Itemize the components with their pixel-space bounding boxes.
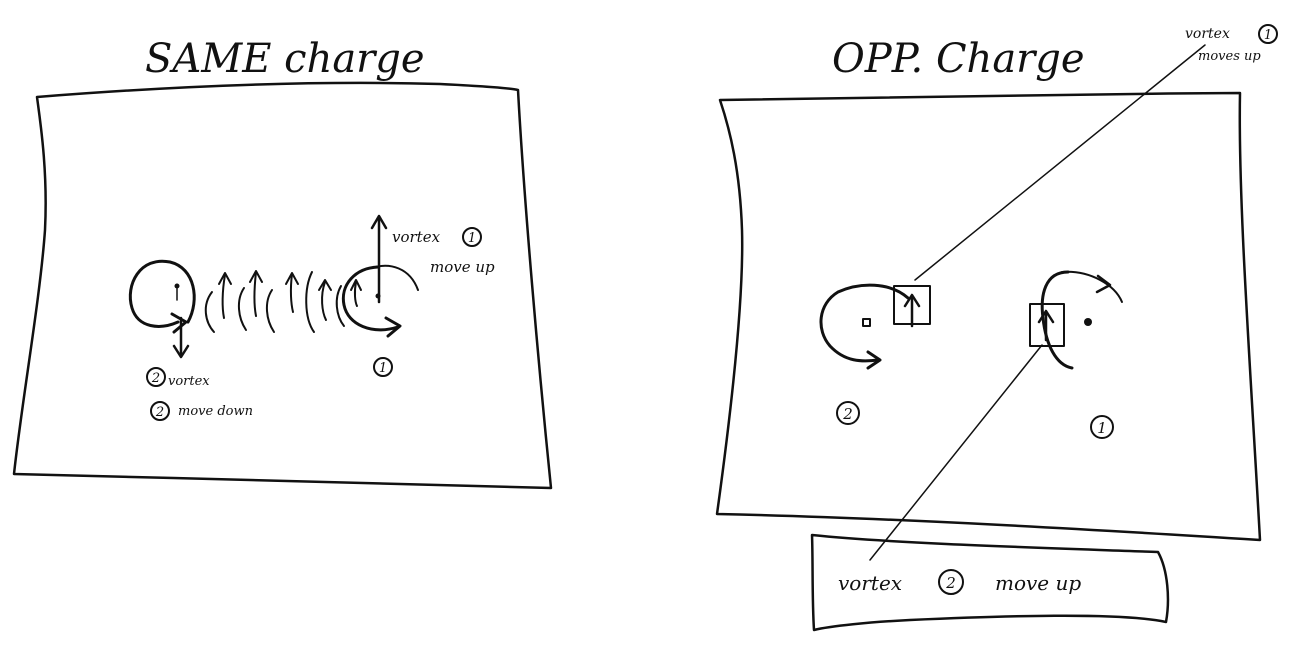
- callout-vortex-label: vortex: [838, 571, 902, 595]
- opp-charge-title: OPP. Charge: [832, 36, 1085, 82]
- opp-charge1-point: [1084, 318, 1092, 326]
- charge2-field-swirl: [130, 261, 194, 326]
- opp-vortex1-number: 1: [1264, 28, 1272, 43]
- vortex2-number: 2: [151, 371, 160, 386]
- field-lines: [206, 271, 361, 332]
- vortex1-label: vortex: [392, 228, 441, 246]
- charge2-number: 2: [155, 405, 164, 420]
- vortex1-action: move up: [430, 258, 495, 276]
- vortex2-label: vortex: [168, 374, 210, 389]
- opp-vortex1-label: vortex: [1185, 26, 1230, 42]
- opp-vortex1-action: moves up: [1198, 49, 1261, 64]
- same-charge-box: [14, 83, 551, 488]
- callout-number: 2: [945, 574, 956, 592]
- callout-action: move up: [995, 571, 1081, 595]
- vortex1-number: 1: [468, 231, 476, 246]
- opp-charge2-point: [863, 319, 870, 326]
- same-charge-title: SAME charge: [145, 36, 425, 82]
- opp-vortex2-leader-line: [870, 345, 1042, 560]
- same-charge-panel: SAME charge: [14, 36, 551, 488]
- opp-charge1-field-arc: [1062, 272, 1122, 302]
- opp-charge1-number: 1: [1097, 419, 1107, 437]
- opp-charge2-number: 2: [842, 405, 853, 423]
- charge1-number: 1: [379, 361, 387, 376]
- opposite-charge-panel: OPP. Charge vortex 1 moves up 2 1: [717, 25, 1277, 630]
- vortex2-action: move down: [178, 404, 253, 419]
- opp-charge-box: [717, 93, 1260, 540]
